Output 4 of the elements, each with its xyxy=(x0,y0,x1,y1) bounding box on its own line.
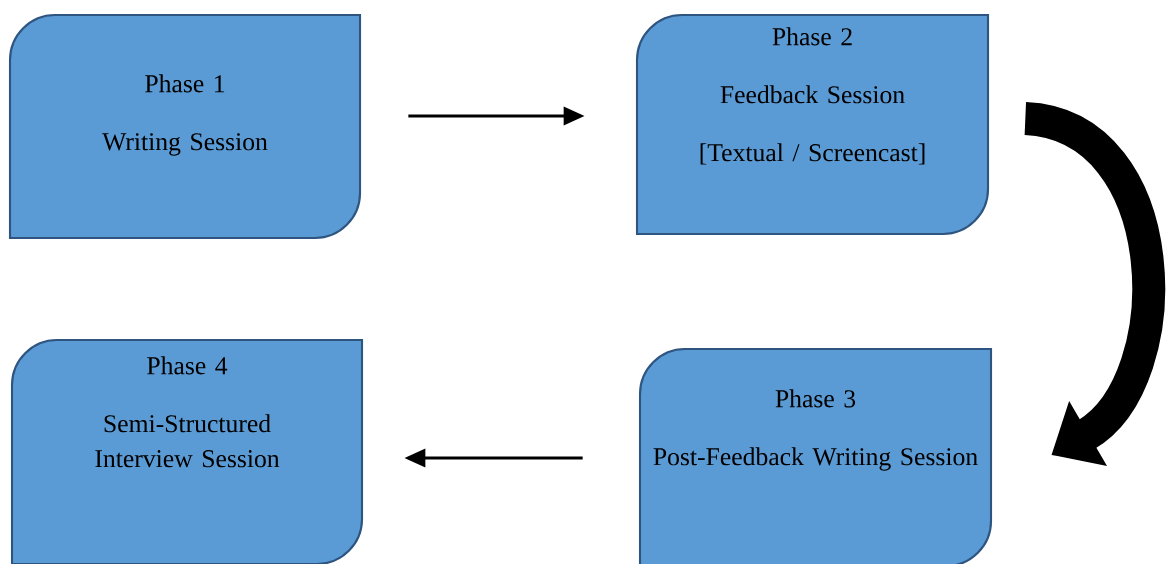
process-box: Phase 3 Post-Feedback Writing Session xyxy=(638,347,993,564)
process-box: Phase 4 Semi-Structured Interview Session xyxy=(10,338,364,564)
process-box: Phase 1 Writing Session xyxy=(8,13,362,240)
process-box: Phase 2 Feedback Session [Textual / Screencast] xyxy=(635,13,990,236)
